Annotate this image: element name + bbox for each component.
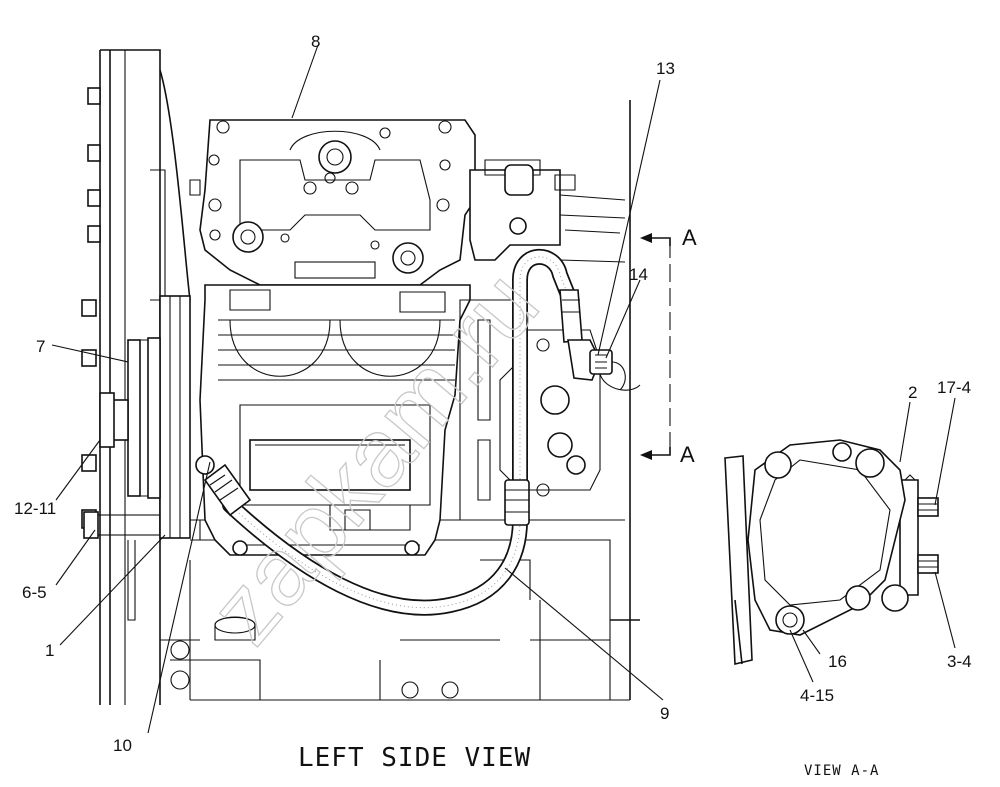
flange-bolts: [81, 87, 101, 529]
callout-16: 16: [828, 652, 847, 671]
callout-17-4: 17-4: [937, 378, 971, 397]
callout-9: 9: [660, 704, 669, 723]
callout-10: 10: [113, 736, 132, 755]
governor-block: [459, 159, 626, 521]
callout-14: 14: [629, 265, 648, 284]
callout-3-4: 3-4: [947, 652, 972, 671]
leader-lines: [51, 44, 956, 734]
callout-4-15: 4-15: [800, 686, 834, 705]
callout-12-11: 12-11: [14, 499, 56, 518]
callout-7: 7: [36, 337, 45, 356]
elbow-fitting: [589, 349, 641, 391]
section-line-a-a: [640, 233, 671, 460]
drive-gear-assembly: [83, 295, 201, 621]
view-title-left-side: LEFT SIDE VIEW: [298, 743, 531, 773]
callout-13: 13: [656, 59, 675, 78]
callout-8: 8: [311, 32, 320, 51]
callout-6-5: 6-5: [22, 583, 47, 602]
section-letter-top: A: [682, 225, 697, 250]
cylinder-head: [189, 119, 476, 286]
view-a-a-detail: [724, 439, 939, 665]
callout-1: 1: [45, 641, 54, 660]
flexible-hose: [195, 248, 601, 616]
section-letter-bottom: A: [680, 442, 695, 467]
section-markers: A A: [680, 225, 697, 467]
compressor-body: [199, 284, 471, 556]
view-title-a-a: VIEW A-A: [804, 763, 879, 779]
callout-labels: 8 13 14 7 12-11 6-5 1 10 9 2 17-4 3-4 16…: [14, 32, 972, 755]
callout-2: 2: [908, 383, 917, 402]
